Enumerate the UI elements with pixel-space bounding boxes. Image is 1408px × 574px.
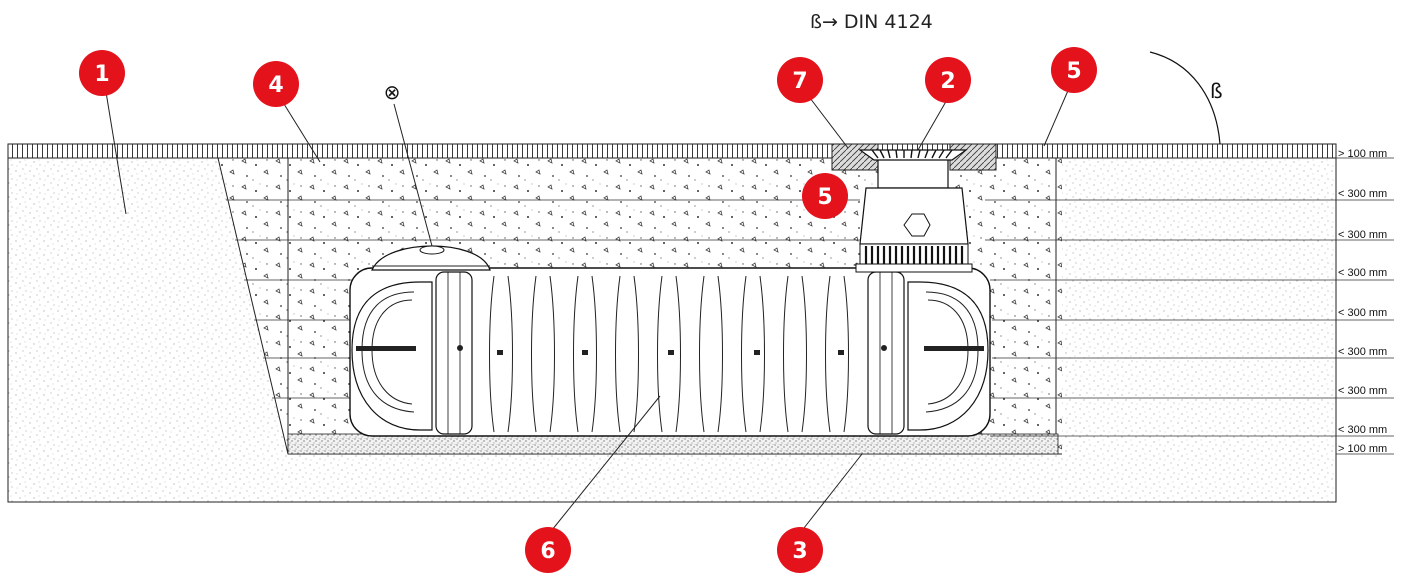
badge-circle bbox=[1051, 47, 1097, 93]
dimension-label: < 300 mm bbox=[1338, 424, 1387, 436]
slope-angle-arc bbox=[1149, 51, 1221, 145]
badge-circle bbox=[925, 57, 971, 103]
surface-grass bbox=[7, 143, 1337, 159]
standard-reference: ß→ DIN 4124 bbox=[810, 11, 933, 33]
telescopic-dome-shaft bbox=[855, 155, 973, 273]
badge-circle bbox=[79, 50, 125, 96]
dimension-column: > 100 mm < 300 mm < 300 mm < 300 mm < 30… bbox=[1335, 144, 1394, 460]
tank bbox=[349, 267, 991, 437]
sand-bedding bbox=[287, 433, 1059, 455]
badge-circle bbox=[777, 57, 823, 103]
badge-circle bbox=[777, 527, 823, 573]
dimension-label: < 300 mm bbox=[1338, 188, 1387, 200]
dimension-label: < 300 mm bbox=[1338, 267, 1387, 279]
dimension-label: < 300 mm bbox=[1338, 307, 1387, 319]
badge-label: 4 bbox=[268, 73, 283, 98]
badge-circle bbox=[802, 173, 848, 219]
badge-label: 7 bbox=[792, 69, 807, 94]
dimension-label: < 300 mm bbox=[1338, 229, 1387, 241]
badge-label: 6 bbox=[540, 539, 555, 564]
badge-5-surface: 5 bbox=[1051, 47, 1097, 93]
slope-angle-label: ß bbox=[1210, 79, 1223, 103]
compaction-layer-lines bbox=[226, 199, 1336, 437]
badge-circle bbox=[253, 61, 299, 107]
badge-circle bbox=[525, 527, 571, 573]
badge-3: 3 bbox=[777, 527, 823, 573]
badge-7: 7 bbox=[777, 57, 823, 103]
dimension-label: < 300 mm bbox=[1338, 346, 1387, 358]
badge-label: 3 bbox=[792, 539, 807, 564]
vent-symbol: ⊗ bbox=[384, 80, 401, 104]
badge-label: 1 bbox=[94, 62, 109, 87]
dimension-label: < 300 mm bbox=[1338, 385, 1387, 397]
badge-2: 2 bbox=[925, 57, 971, 103]
badge-label: 5 bbox=[1066, 59, 1081, 84]
badge-4: 4 bbox=[253, 61, 299, 107]
badge-5-shaft: 5 bbox=[802, 173, 848, 219]
leader-lines bbox=[105, 85, 1071, 531]
badge-1: 1 bbox=[79, 50, 125, 96]
inspection-dome bbox=[371, 245, 491, 271]
badge-6: 6 bbox=[525, 527, 571, 573]
access-cover bbox=[858, 149, 968, 161]
dimension-label: > 100 mm bbox=[1338, 443, 1387, 455]
badge-label: 2 bbox=[940, 69, 955, 94]
badge-label: 5 bbox=[817, 185, 832, 210]
dimension-label: > 100 mm bbox=[1338, 148, 1387, 160]
